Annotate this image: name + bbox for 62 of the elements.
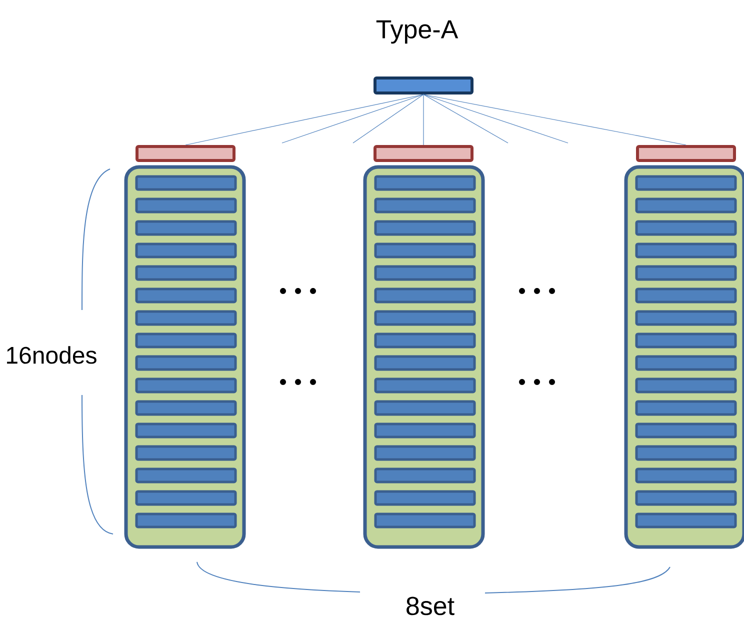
server-bar xyxy=(374,422,476,438)
server-bar xyxy=(635,378,737,394)
connector-line xyxy=(423,94,568,144)
server-bar xyxy=(135,445,237,461)
server-bar xyxy=(374,198,476,214)
server-bar xyxy=(374,242,476,258)
server-bar xyxy=(374,468,476,484)
server-bar xyxy=(135,175,237,191)
server-bar xyxy=(135,512,237,528)
server-bar xyxy=(135,378,237,394)
server-bar xyxy=(374,378,476,394)
connector-line xyxy=(423,94,508,144)
switch-bar xyxy=(374,145,474,162)
server-bar xyxy=(635,242,737,258)
server-bar xyxy=(135,422,237,438)
server-bar xyxy=(635,220,737,236)
server-bar xyxy=(374,310,476,326)
dimension-label: 16nodes xyxy=(4,345,98,365)
connector-line xyxy=(185,94,424,146)
server-bar xyxy=(635,198,737,214)
server-bar xyxy=(635,400,737,416)
server-bar xyxy=(135,490,237,506)
connector-line xyxy=(423,94,424,146)
server-bar xyxy=(635,512,737,528)
server-bar xyxy=(374,400,476,416)
server-bar xyxy=(635,175,737,191)
connector-line xyxy=(352,94,424,144)
switch-bar xyxy=(136,145,236,162)
server-bar xyxy=(635,468,737,484)
server-bar xyxy=(135,310,237,326)
server-bar xyxy=(135,220,237,236)
server-bar xyxy=(635,422,737,438)
server-bar xyxy=(374,220,476,236)
dimension-label: 8set xyxy=(404,596,456,616)
connector-line xyxy=(282,94,424,144)
server-bar xyxy=(635,445,737,461)
server-bar xyxy=(374,490,476,506)
server-bar xyxy=(135,242,237,258)
server-bar xyxy=(374,512,476,528)
server-bar xyxy=(135,265,237,281)
server-bar xyxy=(135,355,237,371)
server-bar xyxy=(635,355,737,371)
switch-bar xyxy=(636,145,736,162)
server-bar xyxy=(135,468,237,484)
switch-bar xyxy=(374,76,474,94)
server-bar xyxy=(135,332,237,348)
connector-line xyxy=(423,94,686,146)
server-bar xyxy=(635,490,737,506)
server-bar xyxy=(374,288,476,304)
server-bar xyxy=(374,332,476,348)
server-bar xyxy=(374,265,476,281)
server-bar xyxy=(135,400,237,416)
server-bar xyxy=(635,332,737,348)
title: Type-A xyxy=(376,20,458,44)
server-bar xyxy=(374,175,476,191)
server-bar xyxy=(135,288,237,304)
server-bar xyxy=(374,445,476,461)
server-bar xyxy=(635,265,737,281)
server-bar xyxy=(374,355,476,371)
server-bar xyxy=(635,310,737,326)
server-bar xyxy=(135,198,237,214)
server-bar xyxy=(635,288,737,304)
